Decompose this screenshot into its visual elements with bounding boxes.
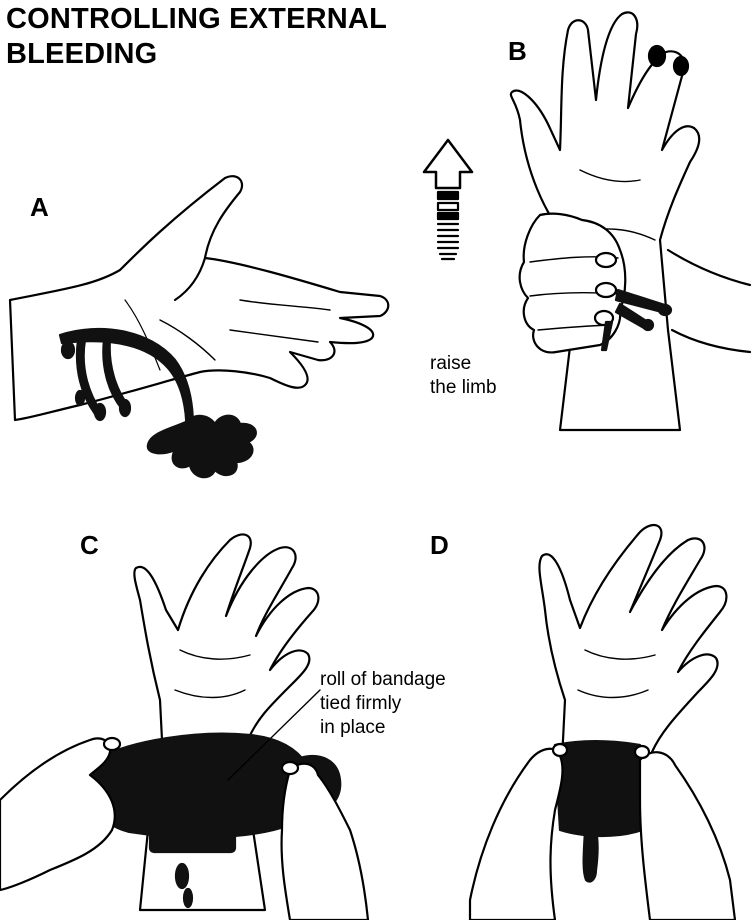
panel-c-right-helper-hand [282,762,368,920]
panel-d-bandage [555,741,642,881]
panel-c-left-helper-hand [0,738,120,890]
panel-a-hand [10,176,388,420]
panel-d-left-helper-hand [470,744,567,920]
panel-d-right-helper-hand [635,746,735,920]
panel-b-raise-arrow [424,140,472,259]
